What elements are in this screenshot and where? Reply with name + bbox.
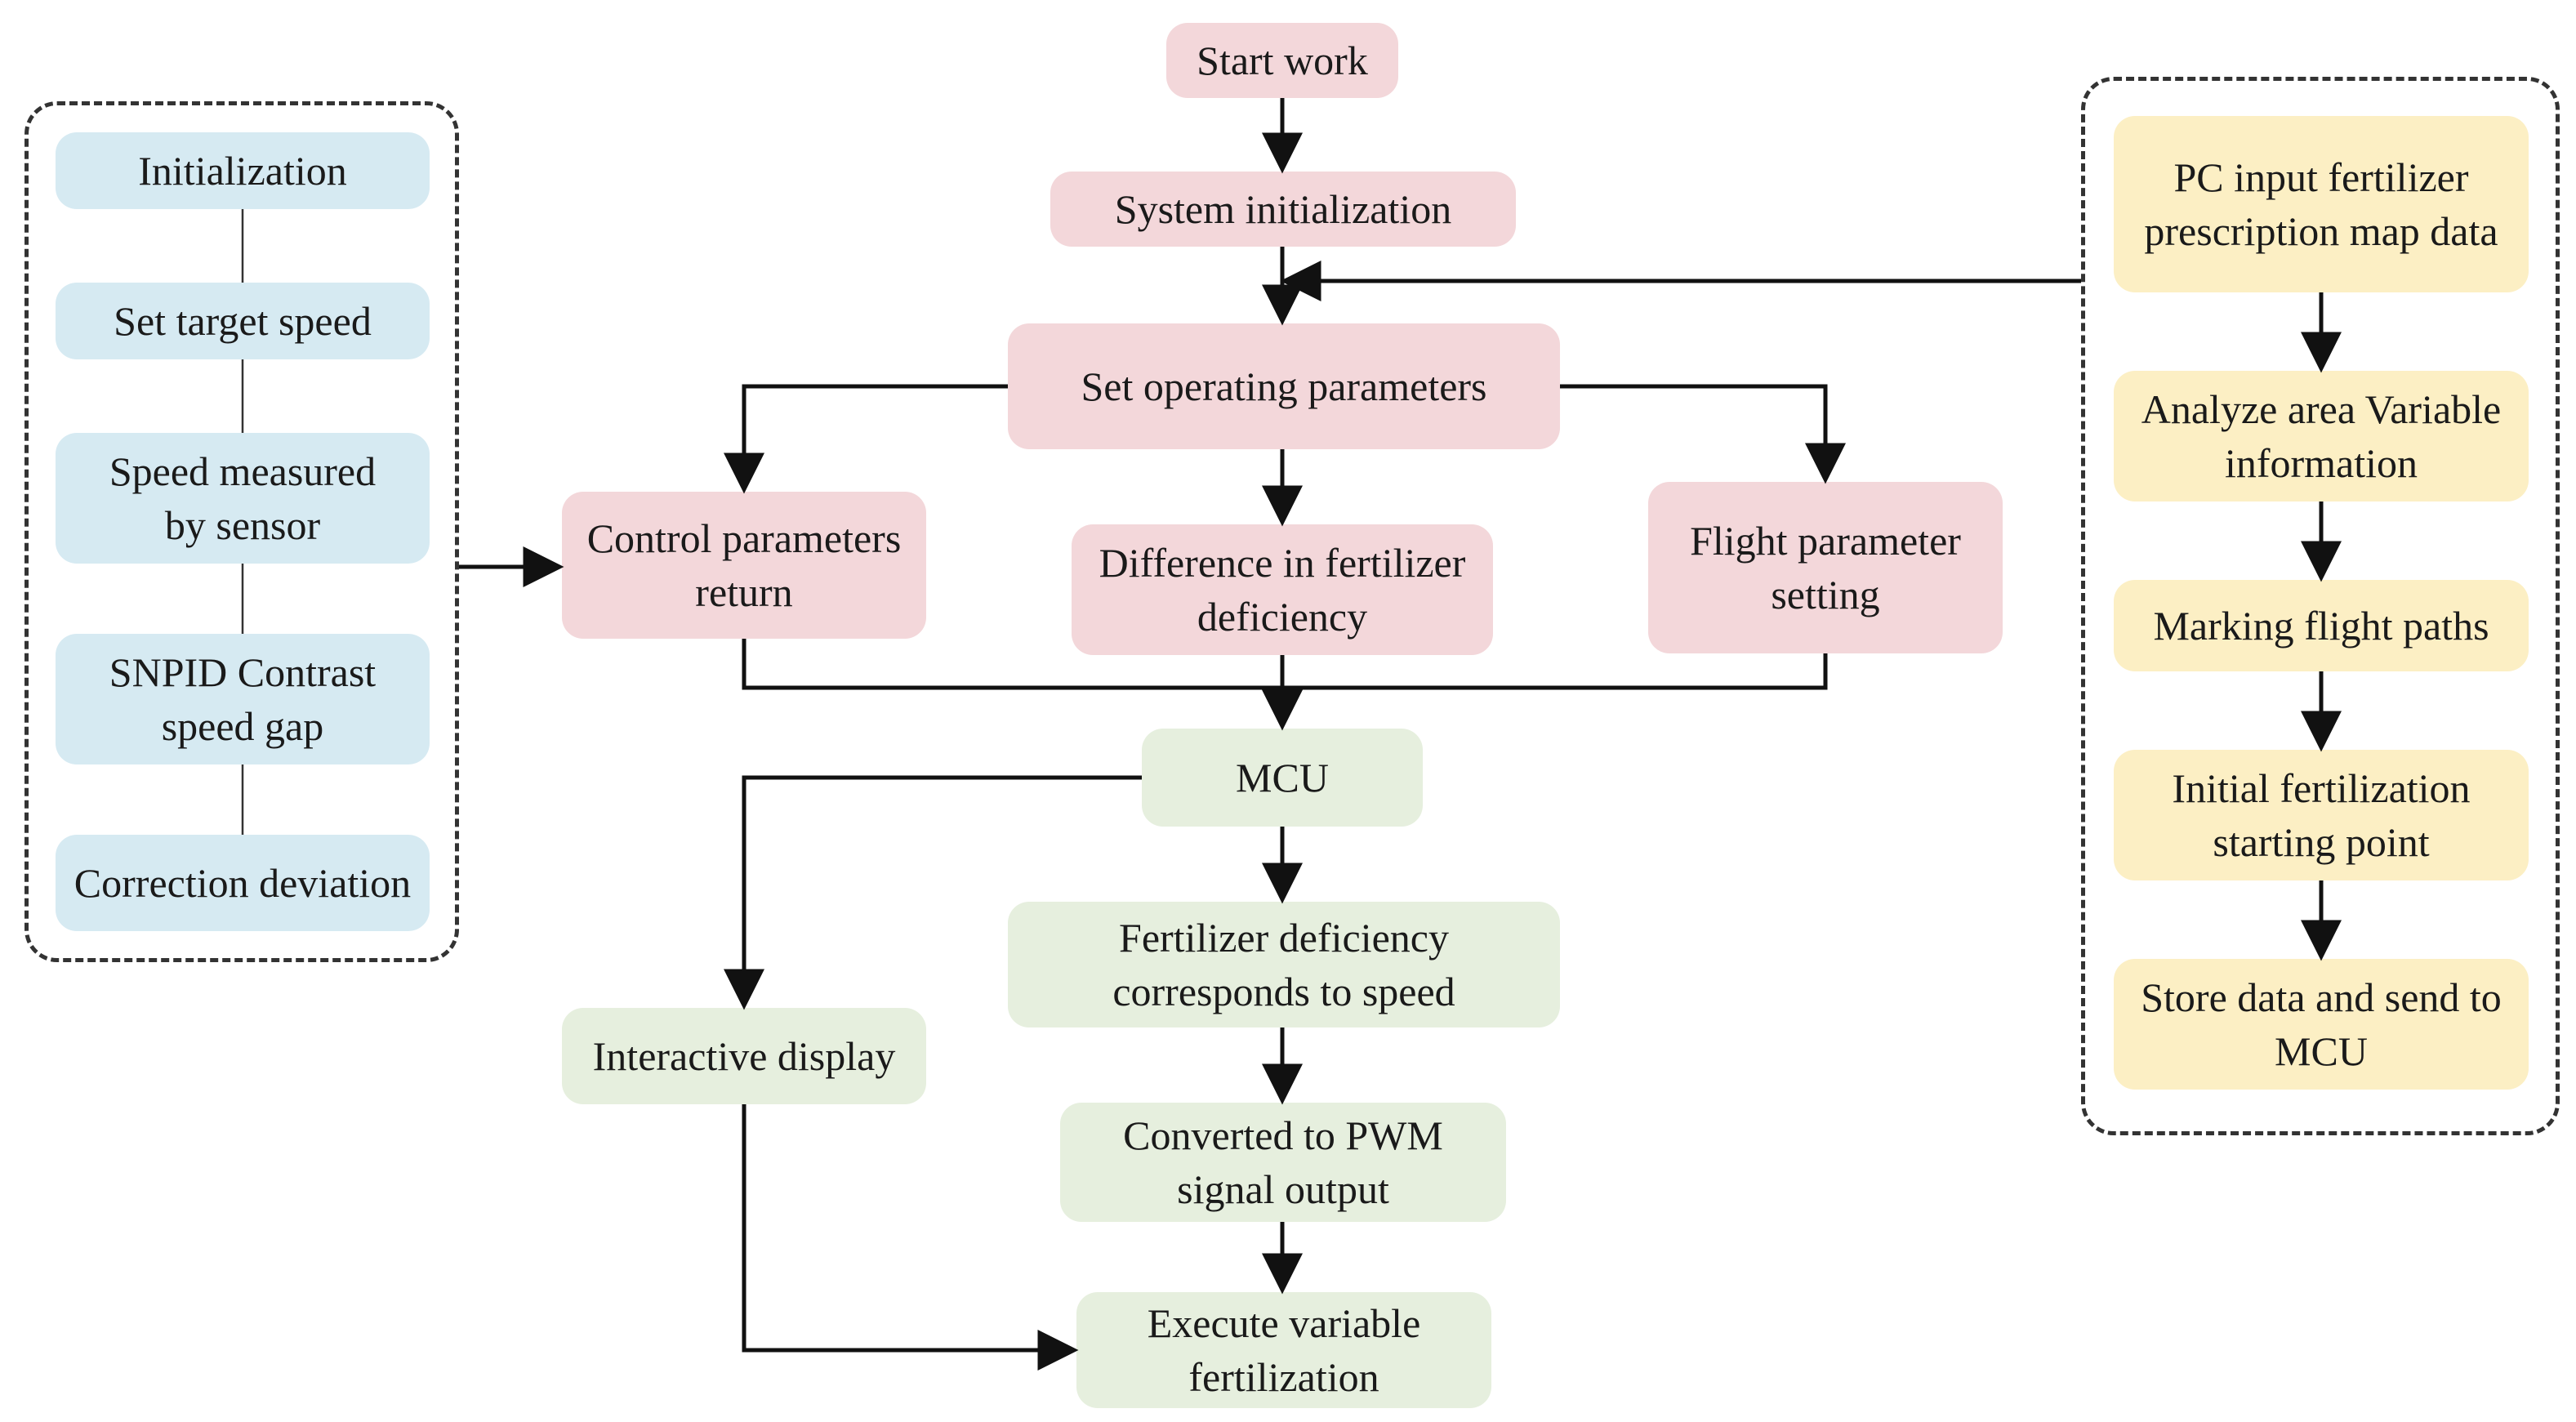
- initialization-label: Initialization: [138, 148, 347, 194]
- analyze-area-label: Analyze area Variable information: [2141, 386, 2502, 486]
- speed-measured-label: Speed measured by sensor: [109, 448, 377, 548]
- difference-fertilizer-deficiency-node: Difference in fertilizer deficiency: [1072, 524, 1493, 655]
- flight-parameter-setting-node: Flight parameter setting: [1648, 482, 2003, 653]
- fertilizer-deficiency-speed-node: Fertilizer deficiency corresponds to spe…: [1008, 902, 1560, 1027]
- snpid-contrast-node: SNPID Contrast speed gap: [56, 634, 430, 764]
- speed-measured-node: Speed measured by sensor: [56, 433, 430, 564]
- pc-input-node: PC input fertilizer prescription map dat…: [2114, 116, 2529, 292]
- interactive-display-node: Interactive display: [562, 1008, 926, 1104]
- mcu-node: MCU: [1142, 729, 1423, 827]
- execute-variable-fertilization-label: Execute variable fertilization: [1147, 1300, 1421, 1400]
- initial-fertilization-node: Initial fertilization starting point: [2114, 750, 2529, 880]
- control-parameters-return-node: Control parameters return: [562, 492, 926, 639]
- left-speed-control-panel: [25, 101, 459, 962]
- initialization-node: Initialization: [56, 132, 430, 209]
- marking-flight-paths-label: Marking flight paths: [2153, 603, 2489, 649]
- mcu-label: MCU: [1236, 755, 1329, 800]
- fertilizer-deficiency-speed-label: Fertilizer deficiency corresponds to spe…: [1112, 915, 1455, 1014]
- execute-variable-fertilization-node: Execute variable fertilization: [1076, 1292, 1491, 1408]
- start-work-node: Start work: [1166, 23, 1398, 98]
- arrow-display-to-execute: [742, 1104, 1079, 1371]
- snpid-contrast-label: SNPID Contrast speed gap: [109, 649, 377, 749]
- pwm-output-node: Converted to PWM signal output: [1060, 1103, 1506, 1222]
- set-operating-parameters-label: Set operating parameters: [1081, 363, 1487, 409]
- control-parameters-return-label: Control parameters return: [586, 515, 902, 615]
- interactive-display-label: Interactive display: [592, 1033, 896, 1079]
- correction-deviation-label: Correction deviation: [74, 860, 412, 906]
- pwm-output-label: Converted to PWM signal output: [1123, 1112, 1443, 1212]
- set-operating-parameters-node: Set operating parameters: [1008, 323, 1560, 449]
- analyze-area-node: Analyze area Variable information: [2114, 371, 2529, 501]
- marking-flight-paths-node: Marking flight paths: [2114, 580, 2529, 671]
- arrow-set-params-to-control-return: [724, 384, 1008, 494]
- system-initialization-label: System initialization: [1114, 186, 1452, 232]
- correction-deviation-node: Correction deviation: [56, 835, 430, 931]
- arrow-set-params-to-flight-setting: [1560, 384, 1846, 484]
- pc-input-label: PC input fertilizer prescription map dat…: [2144, 154, 2498, 254]
- store-data-node: Store data and send to MCU: [2114, 959, 2529, 1090]
- start-work-label: Start work: [1197, 38, 1368, 83]
- store-data-label: Store data and send to MCU: [2141, 974, 2502, 1074]
- right-prescription-panel: [2081, 77, 2560, 1135]
- system-initialization-node: System initialization: [1050, 172, 1516, 247]
- set-target-speed-node: Set target speed: [56, 283, 430, 359]
- difference-fertilizer-deficiency-label: Difference in fertilizer deficiency: [1099, 540, 1466, 640]
- flight-parameter-setting-label: Flight parameter setting: [1690, 518, 1961, 617]
- set-target-speed-label: Set target speed: [114, 298, 372, 344]
- initial-fertilization-label: Initial fertilization starting point: [2172, 765, 2471, 865]
